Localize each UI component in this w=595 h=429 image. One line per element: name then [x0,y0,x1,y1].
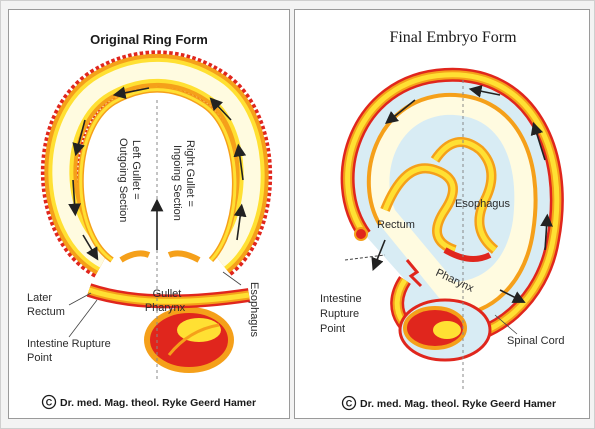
rectum-label: Rectum [377,219,415,231]
embryo-body [348,75,557,360]
copyright-text: Dr. med. Mag. theol. Ryke Geerd Hamer [360,398,556,410]
rupture-pointer [69,300,97,337]
ring-form-diagram: Original Ring Form [9,10,289,418]
later-rectum-label-2: Rectum [27,306,65,318]
copyright-line: C Dr. med. Mag. theol. Ryke Geerd Hamer [43,396,257,410]
rupture-label-1: Intestine [320,293,362,305]
rupture-label-3: Point [320,323,345,335]
later-rectum-label-1: Later [27,292,52,304]
rupture-label-2: Point [27,352,52,364]
original-ring-form-panel: Original Ring Form [8,9,290,419]
right-gullet-label-1: Right Gullet = [184,140,196,207]
panel-title: Final Embryo Form [389,29,517,46]
svg-text:C: C [46,398,53,408]
pharynx-label: Pharynx [145,302,186,314]
stomach-shape [147,310,231,370]
rupture-label-1: Intestine Rupture [27,338,111,350]
rupture-label-2: Rupture [320,308,359,320]
esophagus-label: Esophagus [455,198,511,210]
final-embryo-form-panel: Final Embryo Form [294,9,590,419]
esophagus-label: Esophagus [248,282,260,338]
embryo-form-diagram: Final Embryo Form [295,10,589,418]
gullet-label: Gullet [153,288,182,300]
spinal-cord-label: Spinal Cord [507,335,564,347]
svg-text:C: C [346,399,353,409]
left-gullet-label-1: Left Gullet = [130,140,142,200]
right-gullet-label-2: Ingoing Section [171,145,183,221]
panel-title: Original Ring Form [90,32,208,47]
left-gullet-label-2: Outgoing Section [117,138,129,222]
copyright-line: C Dr. med. Mag. theol. Ryke Geerd Hamer [343,397,557,411]
copyright-text: Dr. med. Mag. theol. Ryke Geerd Hamer [60,397,256,409]
later-rectum-pointer [69,293,91,305]
